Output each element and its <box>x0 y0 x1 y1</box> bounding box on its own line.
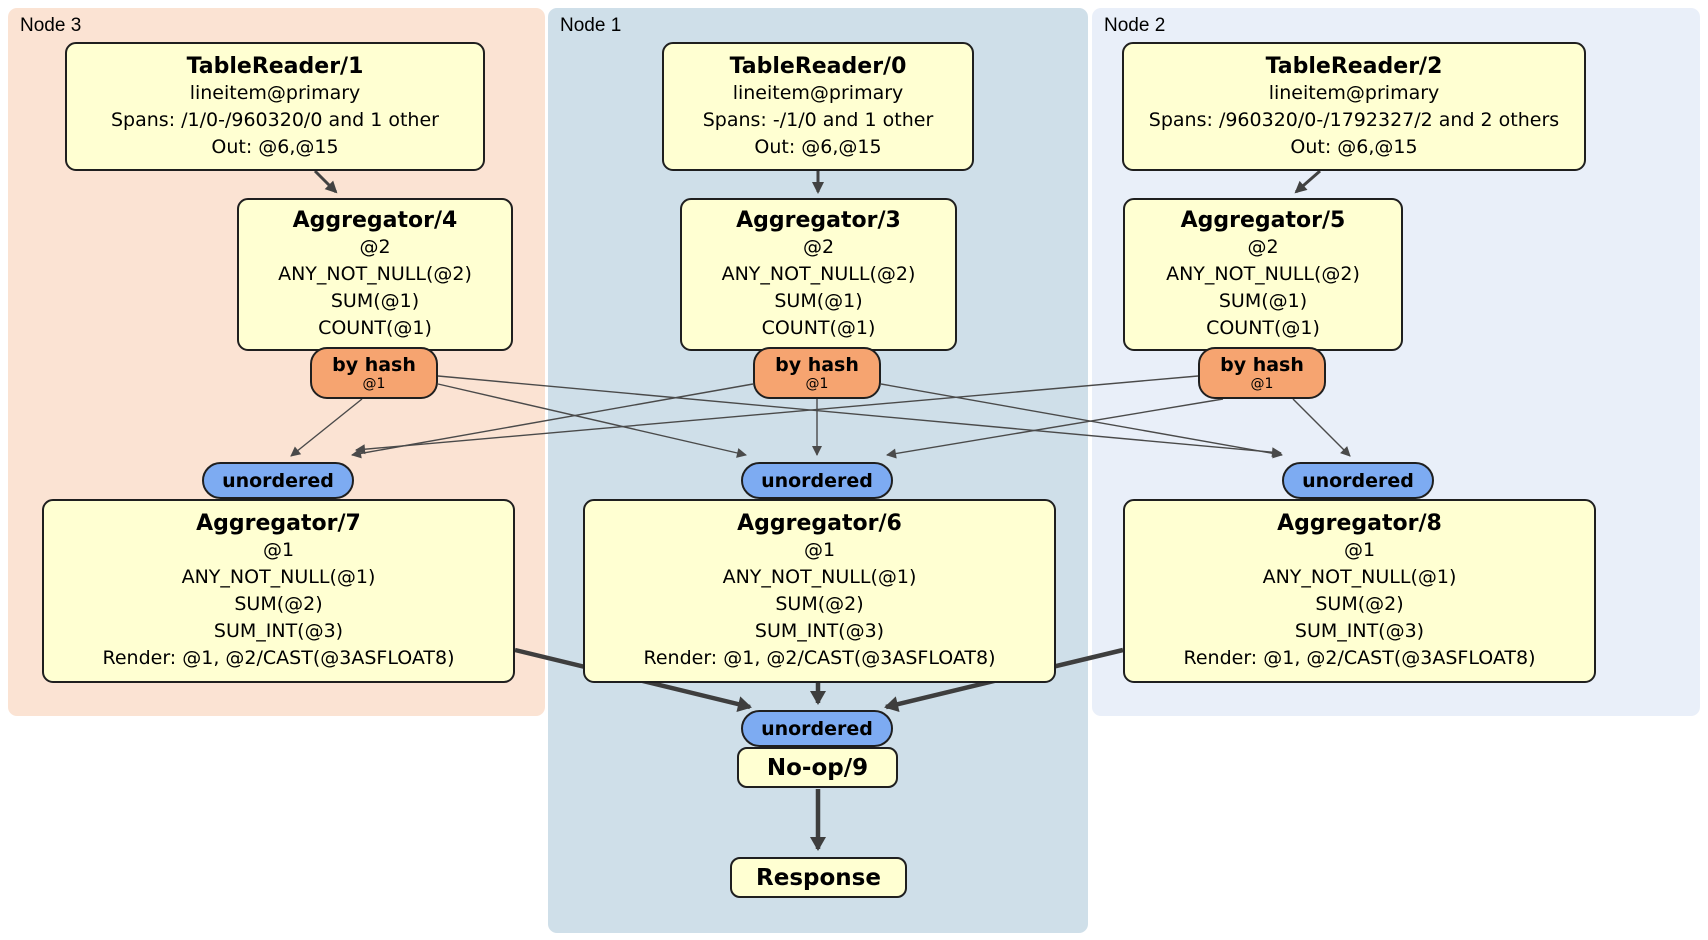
node-aggregator-7: Aggregator/7 @1 ANY_NOT_NULL(@1) SUM(@2)… <box>42 499 515 683</box>
router-key: @1 <box>805 376 829 392</box>
node-line: COUNT(@1) <box>318 317 432 339</box>
sync-label: unordered <box>761 469 873 492</box>
node-aggregator-5: Aggregator/5 @2 ANY_NOT_NULL(@2) SUM(@1)… <box>1123 198 1403 351</box>
node-line: Out: @6,@15 <box>754 135 882 158</box>
node-tablereader-1: TableReader/1 lineitem@primary Spans: /1… <box>65 42 485 171</box>
router-label: by hash <box>775 354 859 376</box>
panel-node2-label: Node 2 <box>1104 15 1166 36</box>
sync-unordered-8: unordered <box>1282 462 1434 499</box>
node-line: ANY_NOT_NULL(@1) <box>181 566 376 588</box>
node-line: lineitem@primary <box>732 81 904 104</box>
sync-unordered-7: unordered <box>202 462 354 499</box>
node-title: Aggregator/5 <box>1180 208 1346 233</box>
router-key: @1 <box>362 376 386 392</box>
router-by-hash-5: by hash @1 <box>1198 347 1326 399</box>
router-by-hash-3: by hash @1 <box>753 347 881 399</box>
node-line: SUM(@1) <box>330 290 420 312</box>
node-title: Aggregator/3 <box>736 208 901 233</box>
edge-hash4-to-sync6 <box>437 383 747 458</box>
node-line: Render: @1, @2/CAST(@3ASFLOAT8) <box>1183 647 1536 669</box>
node-tablereader-2: TableReader/2 lineitem@primary Spans: /9… <box>1122 42 1586 171</box>
node-line: ANY_NOT_NULL(@2) <box>721 263 916 285</box>
node-aggregator-4: Aggregator/4 @2 ANY_NOT_NULL(@2) SUM(@1)… <box>237 198 513 351</box>
node-noop-9: No-op/9 <box>737 747 898 788</box>
node-line: SUM(@2) <box>775 593 864 615</box>
sync-unordered-9: unordered <box>741 710 893 747</box>
node-line: Out: @6,@15 <box>211 135 339 158</box>
node-title: Aggregator/8 <box>1277 511 1442 536</box>
node-title: Aggregator/6 <box>737 511 902 536</box>
router-by-hash-4: by hash @1 <box>310 347 438 399</box>
node-title: Response <box>756 864 881 891</box>
node-line: Render: @1, @2/CAST(@3ASFLOAT8) <box>102 647 455 669</box>
node-line: @1 <box>1343 539 1376 561</box>
node-line: Spans: /960320/0-/1792327/2 and 2 others <box>1148 108 1560 131</box>
node-title: TableReader/1 <box>186 53 364 79</box>
edge-hash3-to-sync7 <box>351 383 754 459</box>
node-line: @1 <box>262 539 295 561</box>
node-line: @1 <box>803 539 836 561</box>
node-title: TableReader/0 <box>729 53 907 79</box>
edge-tr2-to-agg5 <box>1294 169 1321 194</box>
edge-hash5-to-sync6 <box>886 398 1224 459</box>
node-line: ANY_NOT_NULL(@2) <box>278 263 472 285</box>
node-aggregator-8: Aggregator/8 @1 ANY_NOT_NULL(@1) SUM(@2)… <box>1123 499 1596 683</box>
node-line: lineitem@primary <box>189 81 361 104</box>
node-line: SUM(@1) <box>774 290 863 312</box>
router-label: by hash <box>332 354 416 376</box>
node-aggregator-6: Aggregator/6 @1 ANY_NOT_NULL(@1) SUM(@2)… <box>583 499 1056 683</box>
edge-hash4-to-sync8 <box>437 375 1282 458</box>
node-line: SUM(@2) <box>234 593 323 615</box>
node-line: Render: @1, @2/CAST(@3ASFLOAT8) <box>643 647 996 669</box>
node-line: ANY_NOT_NULL(@1) <box>722 566 917 588</box>
node-title: Aggregator/7 <box>196 511 361 536</box>
node-line: @2 <box>359 236 391 258</box>
node-title: TableReader/2 <box>1265 53 1443 79</box>
edge-hash4-to-sync7 <box>290 398 363 457</box>
panel-node1-label: Node 1 <box>560 15 622 36</box>
node-aggregator-3: Aggregator/3 @2 ANY_NOT_NULL(@2) SUM(@1)… <box>680 198 957 351</box>
node-line: @2 <box>802 236 835 258</box>
node-line: lineitem@primary <box>1268 81 1440 104</box>
router-label: by hash <box>1220 354 1304 376</box>
node-response: Response <box>730 857 907 898</box>
sync-label: unordered <box>761 717 873 740</box>
node-line: SUM_INT(@3) <box>754 620 885 642</box>
node-line: SUM(@2) <box>1315 593 1404 615</box>
panel-node3-label: Node 3 <box>20 15 82 36</box>
node-line: SUM_INT(@3) <box>213 620 344 642</box>
node-title: Aggregator/4 <box>292 208 458 233</box>
node-tablereader-0: TableReader/0 lineitem@primary Spans: -/… <box>662 42 974 171</box>
node-title: No-op/9 <box>766 754 869 781</box>
sync-label: unordered <box>1302 469 1414 492</box>
edge-hash3-to-sync8 <box>880 383 1283 459</box>
node-line: ANY_NOT_NULL(@2) <box>1166 263 1360 285</box>
edge-hash5-to-sync8 <box>1292 398 1351 457</box>
router-key: @1 <box>1250 376 1274 392</box>
node-line: Spans: -/1/0 and 1 other <box>702 108 934 131</box>
node-line: COUNT(@1) <box>761 317 876 339</box>
edge-tr1-to-agg4 <box>313 169 338 194</box>
node-line: COUNT(@1) <box>1206 317 1320 339</box>
node-line: SUM_INT(@3) <box>1294 620 1425 642</box>
edge-hash5-to-sync7 <box>355 375 1199 455</box>
node-line: Spans: /1/0-/960320/0 and 1 other <box>111 108 439 131</box>
node-line: Out: @6,@15 <box>1290 135 1418 158</box>
node-line: ANY_NOT_NULL(@1) <box>1262 566 1457 588</box>
node-line: @2 <box>1247 236 1279 258</box>
sync-unordered-6: unordered <box>741 462 893 499</box>
node-line: SUM(@1) <box>1218 290 1308 312</box>
sync-label: unordered <box>222 469 334 492</box>
